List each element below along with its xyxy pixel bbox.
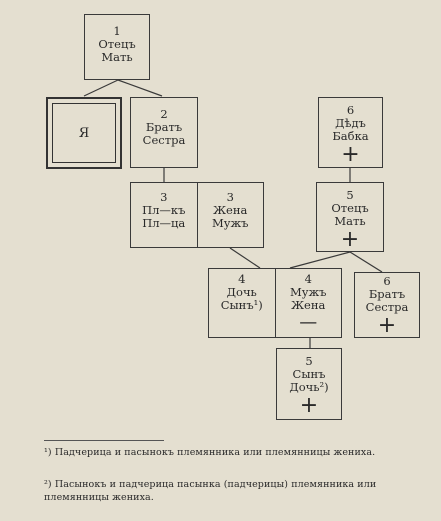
box-3-split: 3 Пл—къ Пл—ца 3 Жена Мужъ <box>130 182 264 248</box>
box-number: 1 <box>113 24 121 38</box>
box-number: 3 <box>226 190 234 204</box>
box-line-1: Пл—къ <box>142 203 186 217</box>
box-number: 5 <box>305 354 313 368</box>
box-line-2: Сестра <box>365 300 409 314</box>
box-line-2: Сынъ¹) <box>220 298 263 312</box>
box-6-grandparents: 6 Дѣдъ Бабка + <box>318 97 383 168</box>
box-number: 4 <box>238 272 246 286</box>
box-line-1: Мужъ <box>290 285 327 299</box>
footnote-1: ¹) Падчерица и пасынокъ племянника или п… <box>44 447 376 458</box>
box-line-1: Дѣдъ <box>335 116 366 130</box>
connector-5-4 <box>289 251 351 269</box>
box-5-parents: 5 Отецъ Мать + <box>316 182 384 252</box>
box-line-2: Бабка <box>332 129 369 143</box>
box-3-left: 3 Пл—къ Пл—ца <box>131 183 197 247</box>
connector-3-4 <box>229 247 261 269</box>
box-line-1: Сынъ <box>292 367 326 381</box>
self-label: Я <box>52 103 116 163</box>
box-number: 2 <box>160 107 168 121</box>
deceased-cross-mark: + <box>341 142 360 167</box>
box-4-split: 4 Дочь Сынъ¹) 4 Мужъ Жена — <box>208 268 342 338</box>
box-line-2: Мужъ <box>212 216 249 230</box>
box-line-1: Отецъ <box>98 37 136 51</box>
box-line-1: Братъ <box>145 120 183 134</box>
deceased-cross-mark: + <box>377 313 397 338</box>
footnote-rule <box>44 440 164 441</box>
box-3-right: 3 Жена Мужъ <box>196 183 264 247</box>
box-number: 6 <box>346 103 355 117</box>
box-self: Я <box>46 97 122 169</box>
box-number: 4 <box>304 272 312 286</box>
box-line-2: Сестра <box>142 133 186 147</box>
deceased-cross-mark: + <box>340 227 360 252</box>
dash-mark: — <box>299 312 318 333</box>
box-1-parents: 1 Отецъ Мать <box>84 14 150 80</box>
connector-1-2 <box>117 79 163 97</box>
box-4-right: 4 Мужъ Жена — <box>274 269 342 337</box>
box-line-1: Дочь <box>226 285 257 299</box>
box-line-2: Мать <box>101 50 133 64</box>
box-6-siblings: 6 Братъ Сестра + <box>354 272 420 338</box>
box-5-children: 5 Сынъ Дочь²) + <box>276 348 342 420</box>
box-4-left: 4 Дочь Сынъ¹) <box>209 269 275 337</box>
box-line-1: Братъ <box>368 287 406 301</box>
box-line-2: Жена <box>291 298 326 312</box>
box-line-2: Мать <box>334 214 366 228</box>
box-line-1: Отецъ <box>331 201 369 215</box>
deceased-cross-mark: + <box>299 393 319 418</box>
box-line-2: Дочь²) <box>289 380 329 394</box>
connector-1-self <box>83 79 119 97</box>
connector-5-6 <box>349 251 383 273</box>
box-line-2: Пл—ца <box>142 216 186 230</box>
box-number: 5 <box>346 188 354 202</box>
box-2-siblings: 2 Братъ Сестра <box>130 97 198 168</box>
box-number: 3 <box>160 190 168 204</box>
footnote-2: ²) Пасынокъ и падчерица пасынка (падчери… <box>44 479 377 503</box>
box-number: 6 <box>383 274 391 288</box>
box-line-1: Жена <box>213 203 248 217</box>
